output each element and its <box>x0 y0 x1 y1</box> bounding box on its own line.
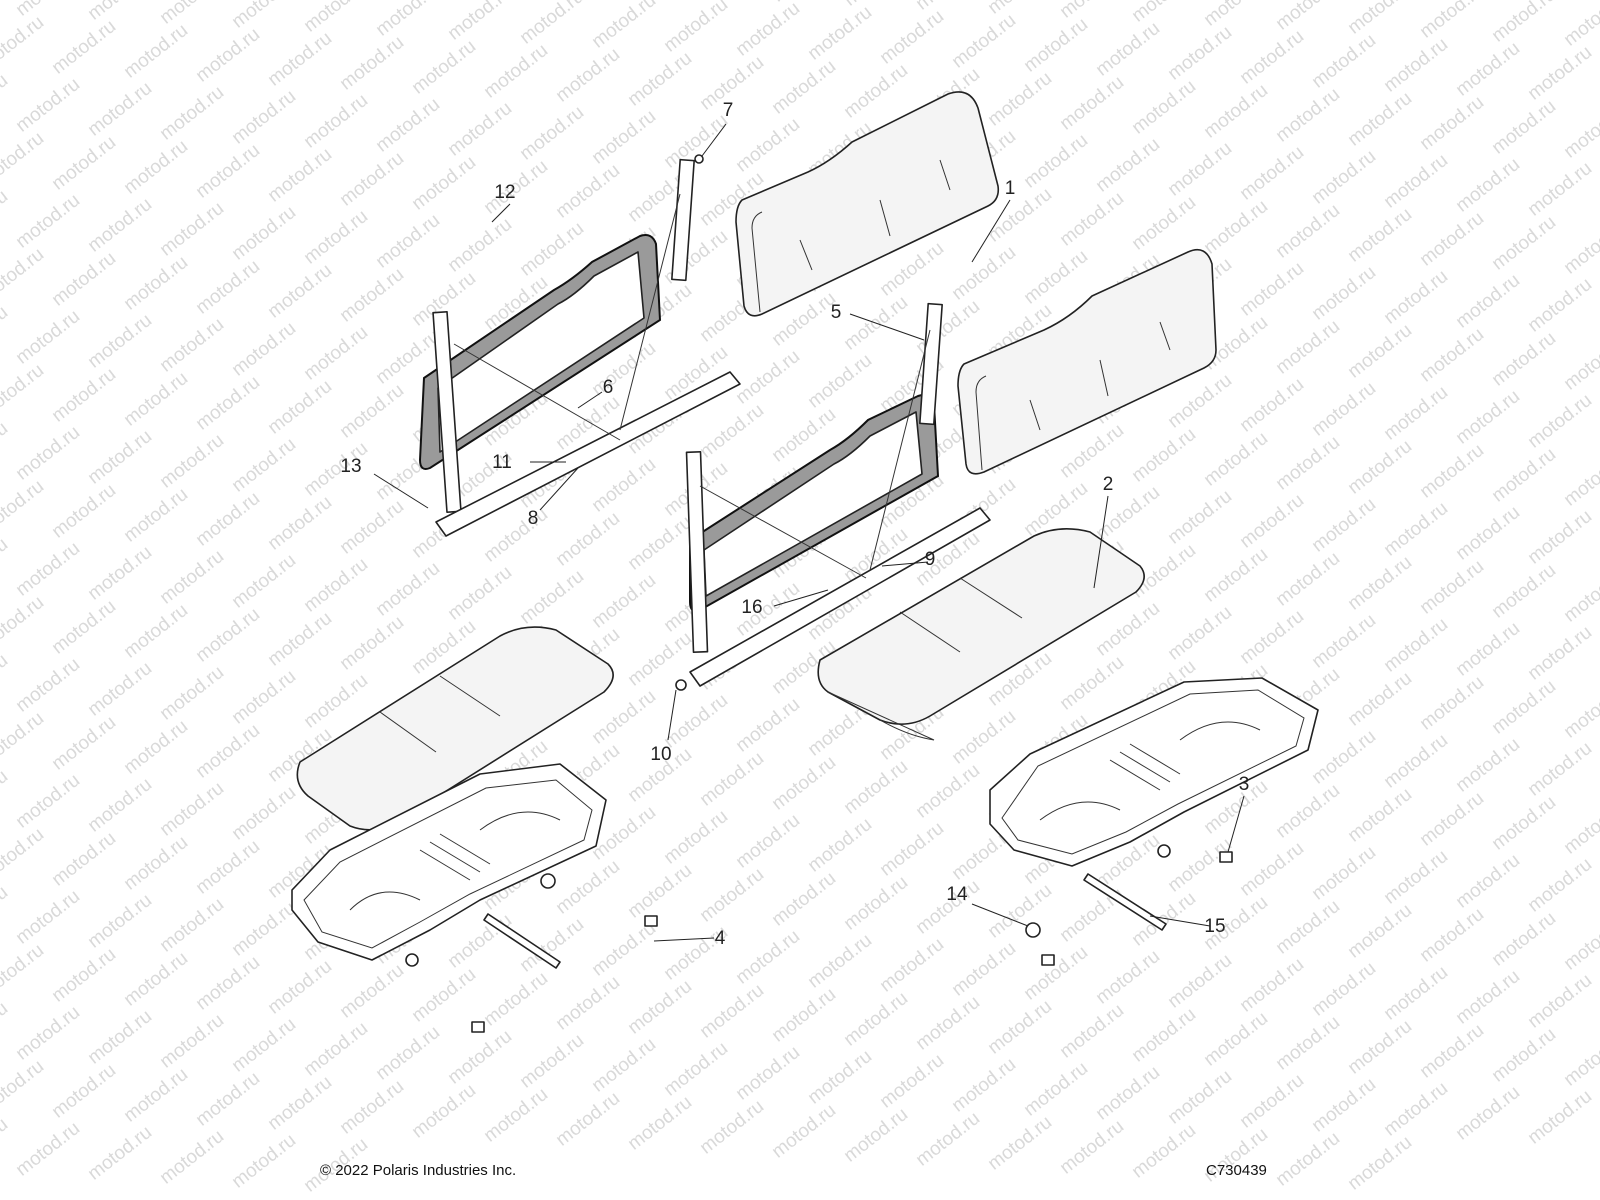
callout-leader-10 <box>667 689 677 741</box>
callout-label-5: 5 <box>831 302 842 323</box>
seat-back-cushion <box>957 248 1217 475</box>
callout-leader-13 <box>373 473 429 509</box>
seat-pan-frame <box>989 677 1319 867</box>
callout-label-10: 10 <box>650 744 671 765</box>
callout-label-14: 14 <box>946 884 968 905</box>
hardware-nut <box>405 154 1171 967</box>
copyright-text: © 2022 Polaris Industries Inc. <box>320 1162 517 1179</box>
callout-leader-5 <box>849 313 925 341</box>
callout-label-15: 15 <box>1204 916 1225 937</box>
callout-label-2: 2 <box>1103 474 1114 495</box>
callout-label-11: 11 <box>492 452 512 473</box>
seat-bottom-cushion <box>296 626 614 831</box>
seat-back-cushion <box>735 91 1000 317</box>
seat-pan-frame <box>291 763 607 961</box>
callout-label-13: 13 <box>340 456 361 477</box>
callout-label-16: 16 <box>741 597 762 618</box>
callout-leader-16 <box>773 589 829 607</box>
callout-leader-12 <box>491 203 511 223</box>
callout-leader-14 <box>971 903 1029 927</box>
callout-leader-9 <box>881 561 929 567</box>
callout-label-9: 9 <box>925 549 936 570</box>
callout-leaders <box>373 123 1245 942</box>
callout-leader-1 <box>971 199 1011 263</box>
callout-label-4: 4 <box>715 928 726 949</box>
seat-bracket <box>483 873 1167 969</box>
seat-back-frame <box>418 158 741 537</box>
callout-leader-15 <box>1149 915 1211 927</box>
seat-back-frame <box>685 302 991 687</box>
hardware-clip <box>471 851 1233 1033</box>
callout-leader-7 <box>701 123 727 157</box>
callout-label-1: 1 <box>1005 178 1016 199</box>
callout-label-12: 12 <box>494 182 515 203</box>
seat-bottom-cushion <box>817 528 1145 741</box>
callout-leader-8 <box>539 467 579 511</box>
callout-label-8: 8 <box>528 508 539 529</box>
callout-label-6: 6 <box>603 377 614 398</box>
drawing-code: C730439 <box>1206 1162 1267 1179</box>
callout-leader-4 <box>653 937 715 942</box>
callout-leader-6 <box>577 391 603 409</box>
callout-leader-2 <box>1093 495 1109 589</box>
callout-leader-3 <box>1227 795 1245 853</box>
callout-label-3: 3 <box>1239 774 1250 795</box>
callout-label-7: 7 <box>723 100 734 121</box>
